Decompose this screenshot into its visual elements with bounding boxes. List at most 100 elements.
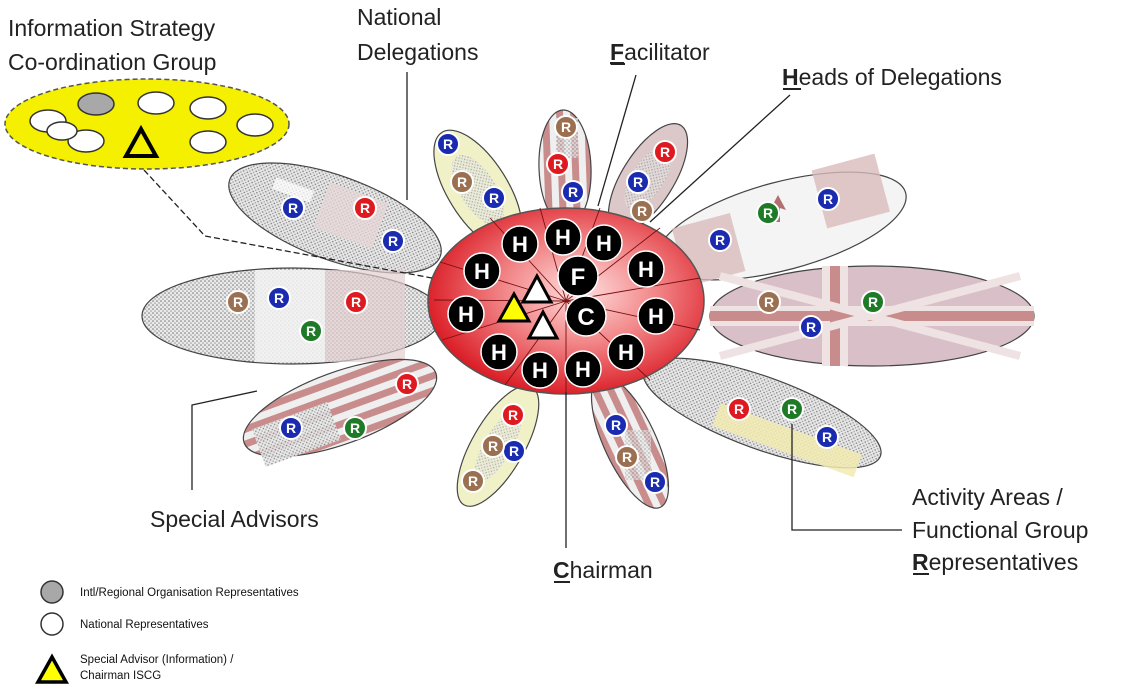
activity-areas-label-line2: Functional Group	[912, 517, 1088, 543]
head-marker: H	[463, 252, 501, 290]
representative-marker: R	[816, 187, 840, 211]
head-marker: H	[607, 333, 645, 371]
svg-text:R: R	[233, 294, 243, 310]
svg-text:R: R	[443, 136, 453, 152]
representative-marker: R	[482, 186, 506, 210]
chairman-marker: C	[565, 295, 607, 337]
representative-marker: R	[226, 290, 250, 314]
svg-text:R: R	[509, 443, 519, 459]
representative-marker: R	[450, 170, 474, 194]
svg-text:R: R	[633, 174, 643, 190]
head-marker: H	[585, 224, 623, 262]
legend-national-swatch	[40, 612, 64, 636]
iscg-group	[4, 78, 290, 170]
head-marker: H	[564, 350, 602, 388]
svg-text:R: R	[457, 174, 467, 190]
representative-marker: R	[643, 470, 667, 494]
iscg-label-line1: Information Strategy	[8, 15, 216, 41]
representative-marker: R	[780, 397, 804, 421]
national-delegations-label-line2: Delegations	[357, 39, 478, 65]
svg-text:R: R	[637, 203, 647, 219]
representative-marker: R	[727, 397, 751, 421]
representative-marker: R	[501, 403, 525, 427]
iscg-label-line2: Co-ordination Group	[8, 49, 216, 75]
representative-marker: R	[395, 372, 419, 396]
representative-marker: R	[481, 434, 505, 458]
svg-text:R: R	[764, 294, 774, 310]
svg-text:R: R	[553, 156, 563, 172]
svg-text:R: R	[306, 323, 316, 339]
legend-intl-swatch	[40, 580, 64, 604]
head-marker: H	[521, 351, 559, 389]
representative-marker: R	[502, 439, 526, 463]
svg-text:H: H	[648, 304, 664, 329]
svg-text:H: H	[474, 259, 490, 284]
svg-text:H: H	[596, 231, 612, 256]
svg-text:H: H	[638, 257, 654, 282]
special-advisor-triangle	[520, 272, 554, 304]
svg-text:R: R	[274, 290, 284, 306]
svg-text:R: R	[660, 144, 670, 160]
svg-text:R: R	[508, 407, 518, 423]
representative-marker: R	[630, 199, 654, 223]
representative-marker: R	[815, 425, 839, 449]
svg-text:R: R	[787, 401, 797, 417]
svg-text:R: R	[286, 420, 296, 436]
head-marker: H	[627, 250, 665, 288]
svg-text:H: H	[532, 358, 548, 383]
svg-text:R: R	[822, 429, 832, 445]
representative-marker: R	[299, 319, 323, 343]
activity-areas-label-line1: Activity Areas /	[912, 484, 1063, 510]
svg-text:H: H	[555, 225, 571, 250]
representative-marker: R	[757, 290, 781, 314]
representative-marker: R	[279, 416, 303, 440]
special-advisor-triangle	[526, 308, 560, 340]
legend-intl-label: Intl/Regional Organisation Representativ…	[80, 587, 299, 599]
legend-national-label: National Representatives	[80, 619, 209, 631]
representative-marker: R	[461, 469, 485, 493]
svg-text:R: R	[650, 474, 660, 490]
svg-text:H: H	[618, 340, 634, 365]
special-advisor-triangle	[496, 290, 532, 323]
representative-marker: R	[615, 445, 639, 469]
svg-text:R: R	[715, 232, 725, 248]
petal-left-middle	[141, 267, 443, 365]
svg-text:R: R	[568, 184, 578, 200]
svg-text:H: H	[512, 232, 528, 257]
representative-marker: R	[708, 228, 732, 252]
svg-text:R: R	[351, 294, 361, 310]
special-advisors-label: Special Advisors	[150, 506, 319, 532]
leader-lines	[143, 72, 902, 548]
head-marker: H	[480, 333, 518, 371]
head-marker: H	[544, 218, 582, 256]
petal-right-middle	[709, 265, 1035, 367]
representative-marker: R	[861, 290, 885, 314]
representative-marker: R	[799, 315, 823, 339]
facilitator-marker: F	[557, 255, 599, 297]
svg-text:H: H	[458, 302, 474, 327]
representative-marker: R	[653, 140, 677, 164]
legend: Intl/Regional Organisation Representativ…	[35, 580, 299, 684]
representative-marker: R	[381, 229, 405, 253]
head-marker: H	[447, 295, 485, 333]
svg-text:R: R	[823, 191, 833, 207]
legend-advisor-label-line2: Chairman ISCG	[80, 670, 161, 682]
svg-text:R: R	[360, 200, 370, 216]
representative-marker: R	[281, 196, 305, 220]
svg-text:H: H	[575, 357, 591, 382]
representative-marker: R	[561, 180, 585, 204]
representative-marker: R	[353, 196, 377, 220]
legend-advisor-swatch	[35, 653, 69, 684]
svg-text:R: R	[288, 200, 298, 216]
representative-marker: R	[267, 286, 291, 310]
head-marker: H	[637, 297, 675, 335]
svg-text:R: R	[468, 473, 478, 489]
representative-marker: R	[604, 413, 628, 437]
svg-text:F: F	[571, 264, 586, 291]
svg-text:R: R	[561, 119, 571, 135]
svg-text:R: R	[611, 417, 621, 433]
svg-text:R: R	[806, 319, 816, 335]
representative-marker: R	[546, 152, 570, 176]
